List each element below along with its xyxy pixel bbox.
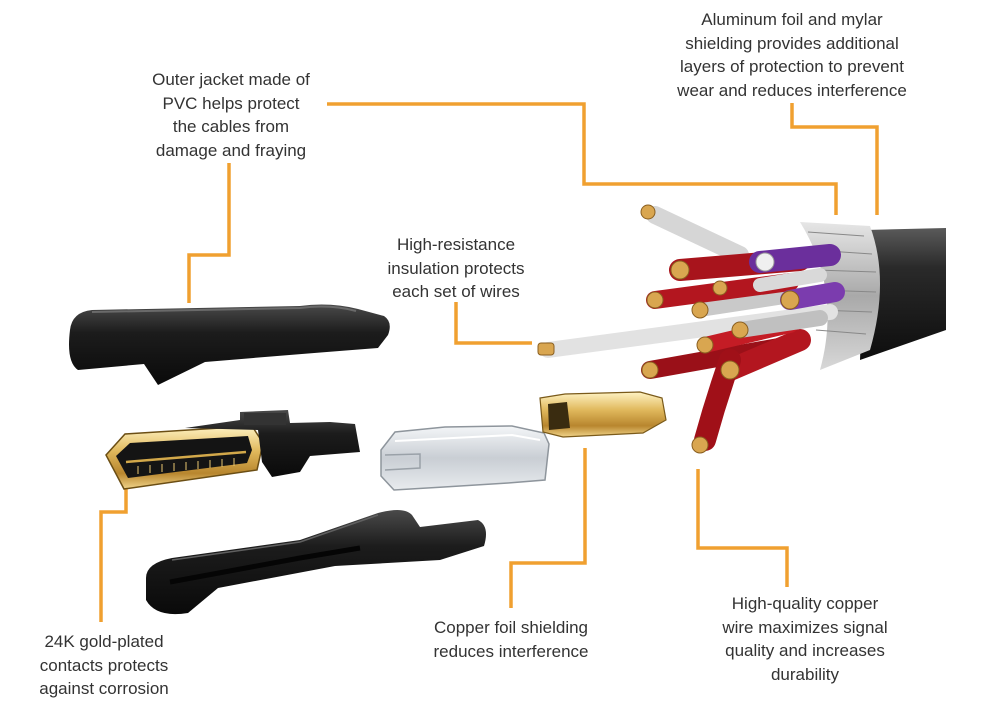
callout-line: Copper foil shielding [433,618,589,637]
callout-insulation: High-resistance insulation protects each… [356,233,556,304]
leader-line-aluminum-foil [790,103,879,215]
leader-line-copper-wire [696,469,789,587]
copper-foil-shield-sleeve [539,391,667,438]
cable-jacket [860,228,946,360]
callout-copper-wire: High-quality copper wire maximizes signa… [690,592,920,686]
callout-gold-contacts: 24K gold-plated contacts protects agains… [14,630,194,701]
clear-housing [380,425,550,491]
callout-line: Aluminum foil and mylar [701,10,883,29]
callout-outer-jacket: Outer jacket made of PVC helps protect t… [121,68,341,162]
callout-line: the cables from [172,117,290,136]
callout-line: damage and fraying [155,140,307,160]
callout-line: Outer jacket made of [152,70,310,89]
callout-line: wire maximizes signal [722,617,888,637]
callout-line: durability [770,664,840,684]
callout-aluminum-foil: Aluminum foil and mylar shielding provid… [652,8,932,102]
callout-line: PVC helps protect [162,93,300,113]
callout-line: layers of protection to prevent [680,57,904,76]
leader-line-gold-contacts [99,488,128,622]
callout-line: each set of wires [392,282,520,301]
callout-copper-foil: Copper foil shielding reduces interferen… [406,616,616,663]
connector-body-frame [185,410,360,477]
callout-line: reduces interference [433,641,589,661]
pvc-top-cover [69,304,390,385]
pvc-bottom-cover [146,509,486,615]
leader-line-copper-foil [509,448,587,608]
callout-line: quality and increases [725,641,885,660]
callout-line: High-resistance [396,235,516,254]
leader-line-outer-jacket [327,102,838,215]
leader-line-insulation [454,302,532,345]
callout-line: insulation protects [387,258,525,278]
leader-lines [99,102,879,622]
callout-line: High-quality copper [731,594,879,613]
gold-plated-connector [105,425,264,490]
callout-line: 24K gold-plated [44,632,164,651]
leader-line-pvc-top-cover [187,163,231,303]
callout-line: contacts protects [39,655,169,675]
copper-wire-tips [537,204,800,454]
callout-line: against corrosion [39,679,169,698]
callout-line: shielding provides additional [685,33,899,53]
callout-line: wear and reduces interference [677,80,907,100]
